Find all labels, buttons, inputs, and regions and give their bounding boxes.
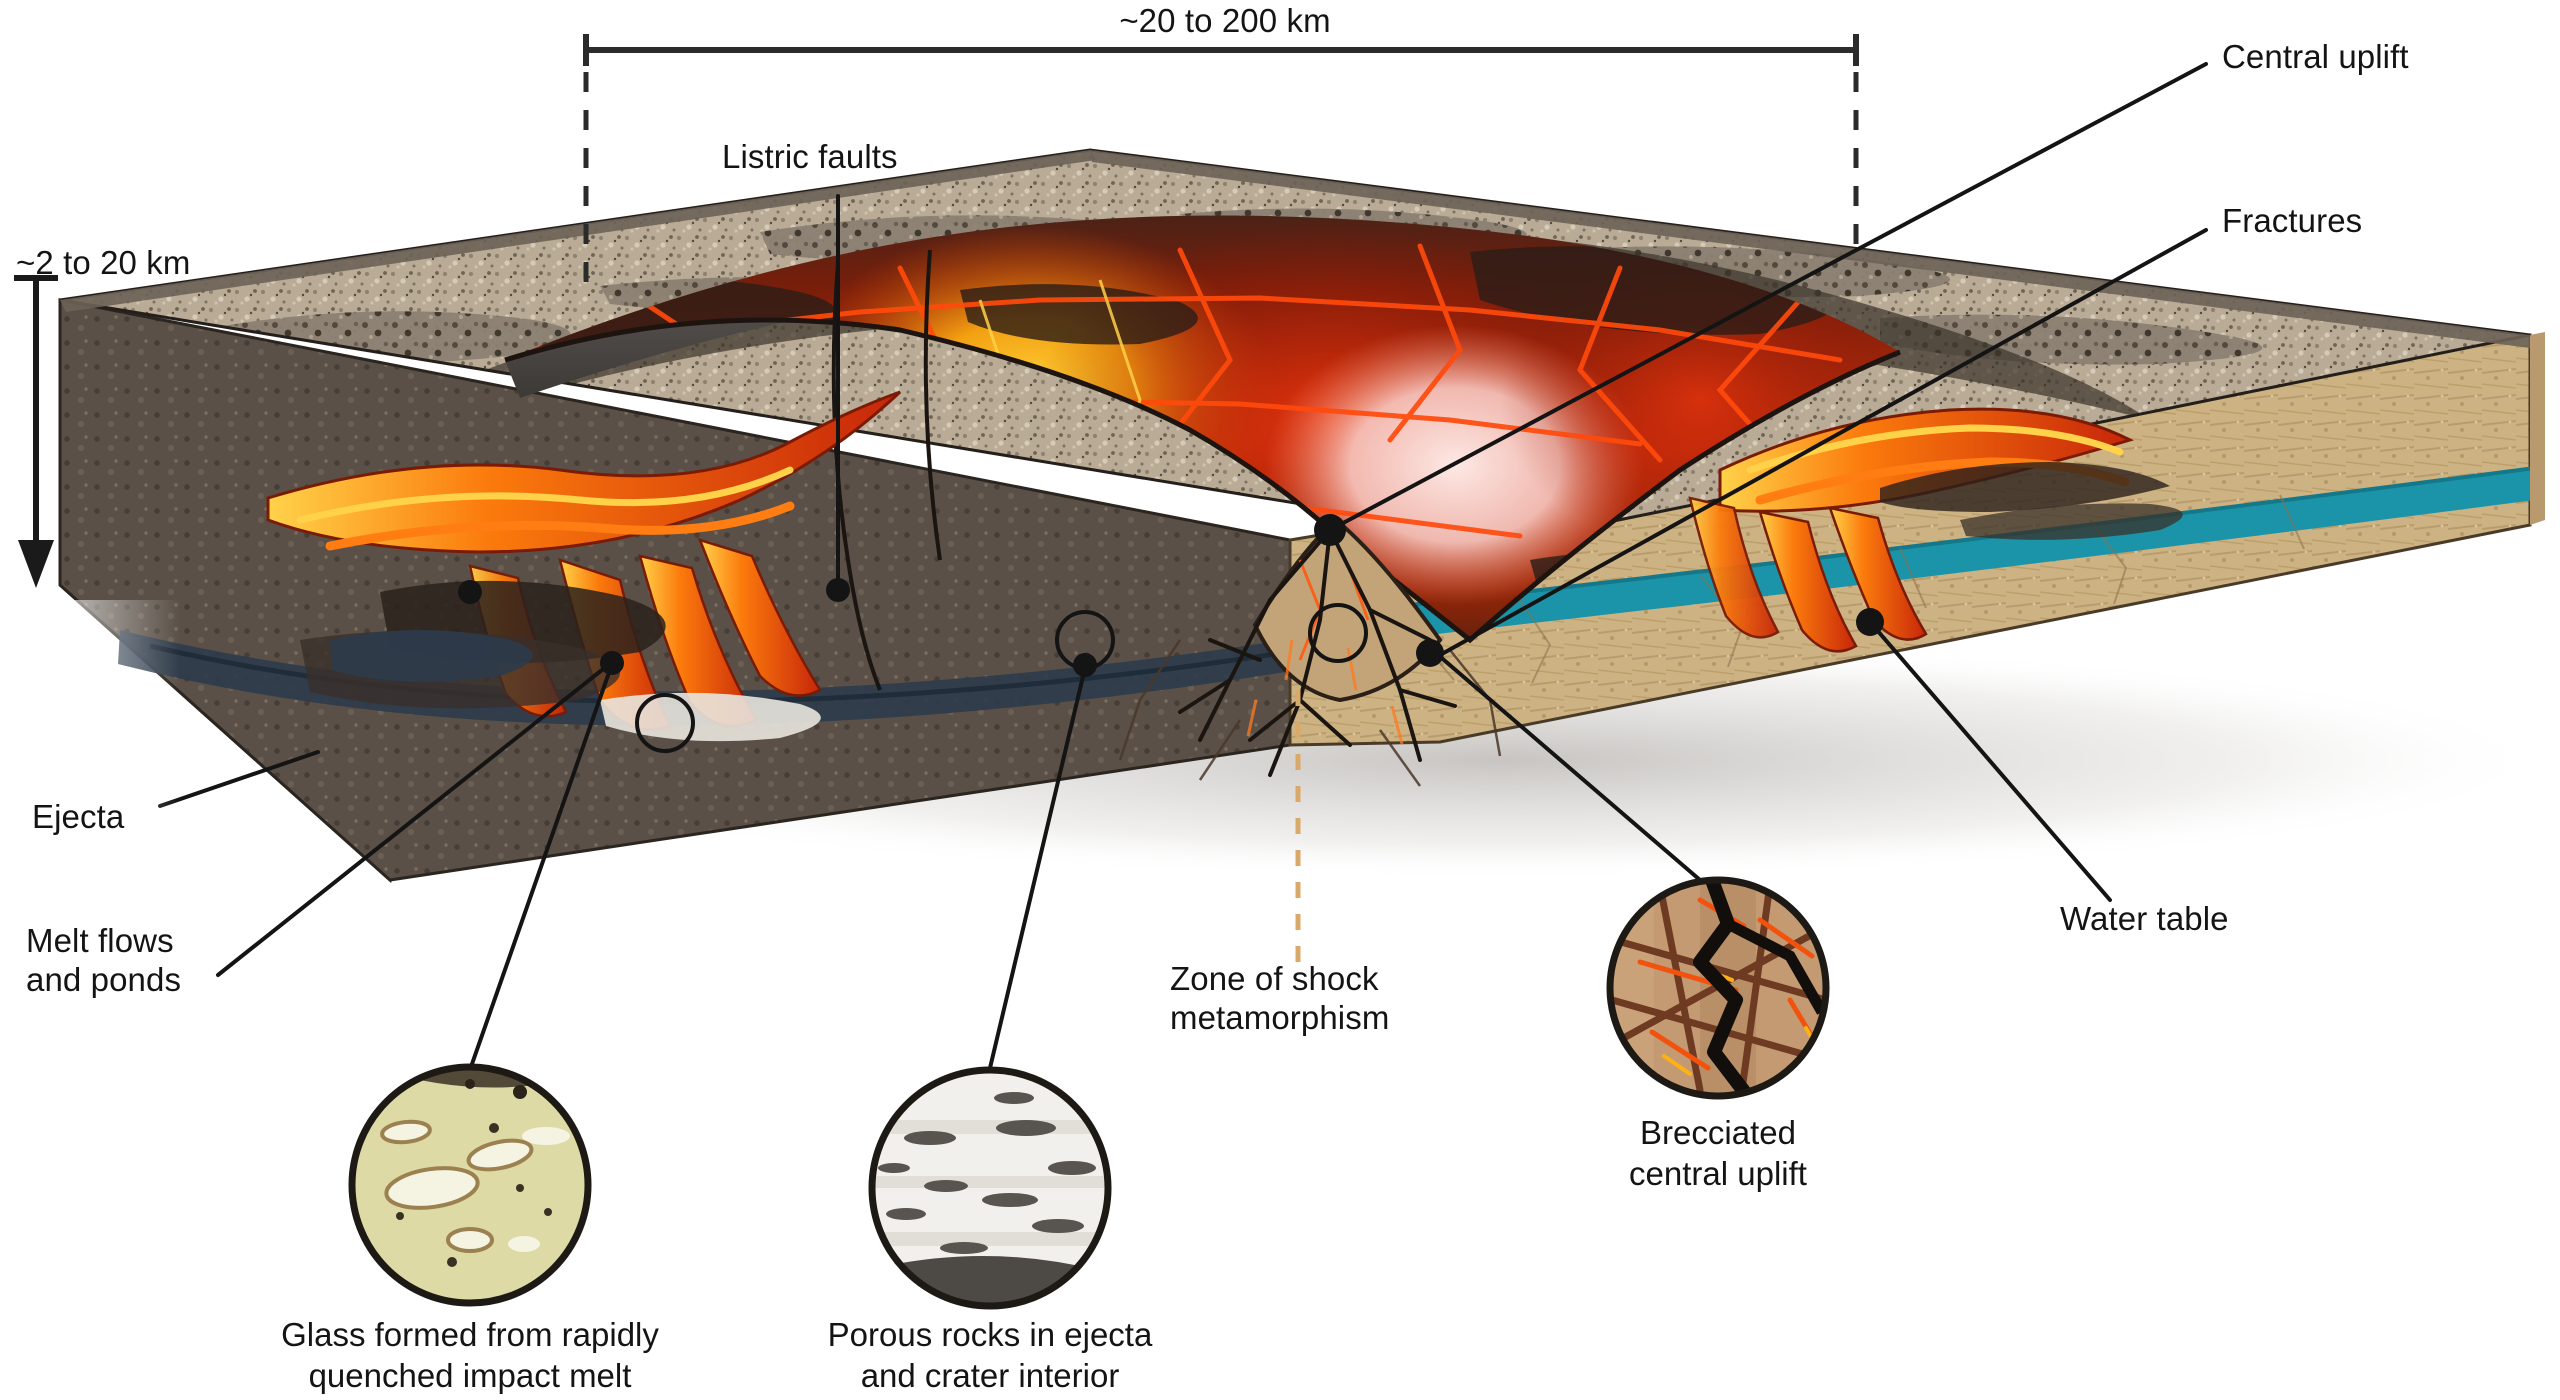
caption-porous-inset: Porous rocks in ejecta and crater interi… xyxy=(827,1316,1153,1395)
melt-pond-surface xyxy=(330,630,533,682)
leader-breccia-inset xyxy=(1428,646,1702,882)
label-shock-zone: Zone of shock metamorphism xyxy=(1170,960,1390,1036)
depth-dimension-label: ~2 to 20 km xyxy=(16,244,191,281)
label-water-table: Water table xyxy=(2060,900,2229,937)
leader-ejecta xyxy=(158,750,320,808)
width-extension-lines xyxy=(583,72,1859,282)
width-dimension-bar xyxy=(583,34,1859,66)
depth-dimension-arrow xyxy=(14,275,58,552)
inset-porous-rim xyxy=(868,1066,1112,1310)
leader-dots xyxy=(458,514,1884,677)
leader-lines xyxy=(158,62,2208,1070)
melt-flows-right xyxy=(1688,407,2183,653)
leader-melt-flows xyxy=(216,660,614,977)
caption-glass-inset: Glass formed from rapidly quenched impac… xyxy=(281,1316,659,1395)
inset-glass xyxy=(352,1067,588,1303)
leader-central-uplift xyxy=(1328,62,2208,532)
label-central-uplift: Central uplift xyxy=(2222,38,2409,75)
label-listric-faults: Listric faults xyxy=(722,138,898,175)
callout-circle-glass xyxy=(635,693,695,753)
leader-glass-inset xyxy=(470,662,614,1066)
listric-faults-lines xyxy=(831,249,942,691)
leader-water-table xyxy=(1868,620,2112,902)
inset-porous xyxy=(872,1070,1108,1306)
leader-fractures xyxy=(1438,228,2208,657)
leader-porous-inset xyxy=(988,666,1087,1070)
caption-breccia-inset: Brecciated central uplift xyxy=(1629,1114,1807,1193)
melt-flows-left xyxy=(266,390,902,742)
label-fractures: Fractures xyxy=(2222,202,2363,239)
label-ejecta: Ejecta xyxy=(32,798,125,835)
subsurface-fractures xyxy=(1178,528,1457,777)
width-dimension-label: ~20 to 200 km xyxy=(1119,2,1331,39)
depth-arrow-head xyxy=(18,540,54,588)
inset-breccia-rim xyxy=(1606,876,1830,1100)
inset-glass-rim xyxy=(348,1063,592,1307)
callout-circle-breccia xyxy=(1308,603,1368,663)
label-melt-flows: Melt flows and ponds xyxy=(26,922,182,998)
